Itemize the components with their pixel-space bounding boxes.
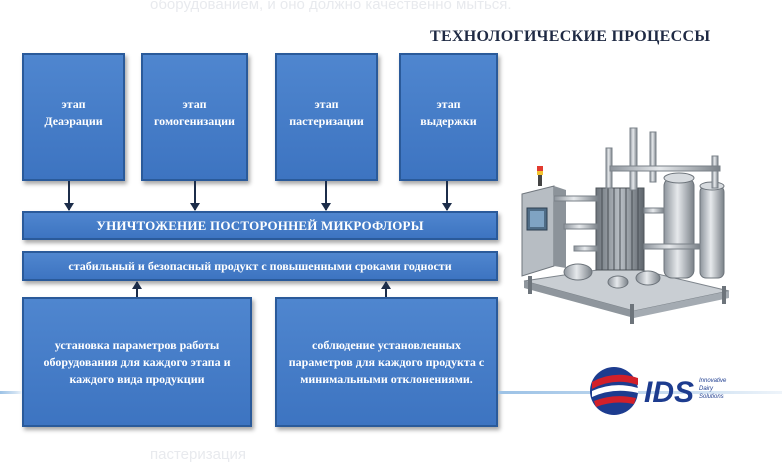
pasteurization-unit-image — [521, 127, 730, 324]
arrow-down — [321, 181, 331, 211]
logo-tagline: Solutions — [699, 394, 724, 400]
slide-title: ТЕХНОЛОГИЧЕСКИЕ ПРОЦЕССЫ — [430, 28, 711, 45]
parameter-compliance-box: соблюдение установленных параметров для … — [275, 297, 498, 427]
logo-name: IDS — [644, 376, 694, 409]
logo-tagline: Innovative — [699, 378, 727, 384]
stage-holding: этап выдержки — [399, 53, 498, 181]
arrow-down — [442, 181, 452, 211]
arrow-down — [190, 181, 200, 211]
stage-deaeration: этап Деаэрации — [22, 53, 125, 181]
logo-tagline: Dairy — [699, 386, 714, 392]
stage-label: этап — [314, 97, 339, 111]
arrow-up — [132, 281, 142, 297]
stage-label: этап — [61, 97, 86, 111]
stage-name: Деаэрации — [44, 114, 103, 128]
stage-homogenization: этап гомогенизации — [141, 53, 248, 181]
logo-swoosh-white — [592, 385, 638, 397]
background-caption-top: оборудованием, и оно должно качественно … — [150, 0, 512, 13]
parameter-setting-box: установка параметров работы оборудования… — [22, 297, 252, 427]
divider-line — [498, 391, 782, 394]
stage-label: этап — [436, 97, 461, 111]
divider-line — [0, 391, 22, 394]
arrow-up — [381, 281, 391, 297]
microflora-destruction-bar: УНИЧТОЖЕНИЕ ПОСТОРОННЕЙ МИКРОФЛОРЫ — [22, 211, 498, 240]
logo-swoosh-red — [594, 396, 636, 407]
logo-swoosh-red — [592, 374, 638, 389]
stage-name: гомогенизации — [154, 114, 235, 128]
ids-logo: IDS Innovative Dairy Solutions — [590, 367, 727, 415]
stage-pasteurization: этап пастеризации — [275, 53, 378, 181]
stage-label: этап — [182, 97, 207, 111]
arrow-down — [64, 181, 74, 211]
result-product-bar: стабильный и безопасный продукт с повыше… — [22, 251, 498, 281]
background-caption-bottom: пастеризация — [150, 446, 247, 463]
stage-name: пастеризации — [289, 114, 364, 128]
stage-name: выдержки — [420, 114, 477, 128]
